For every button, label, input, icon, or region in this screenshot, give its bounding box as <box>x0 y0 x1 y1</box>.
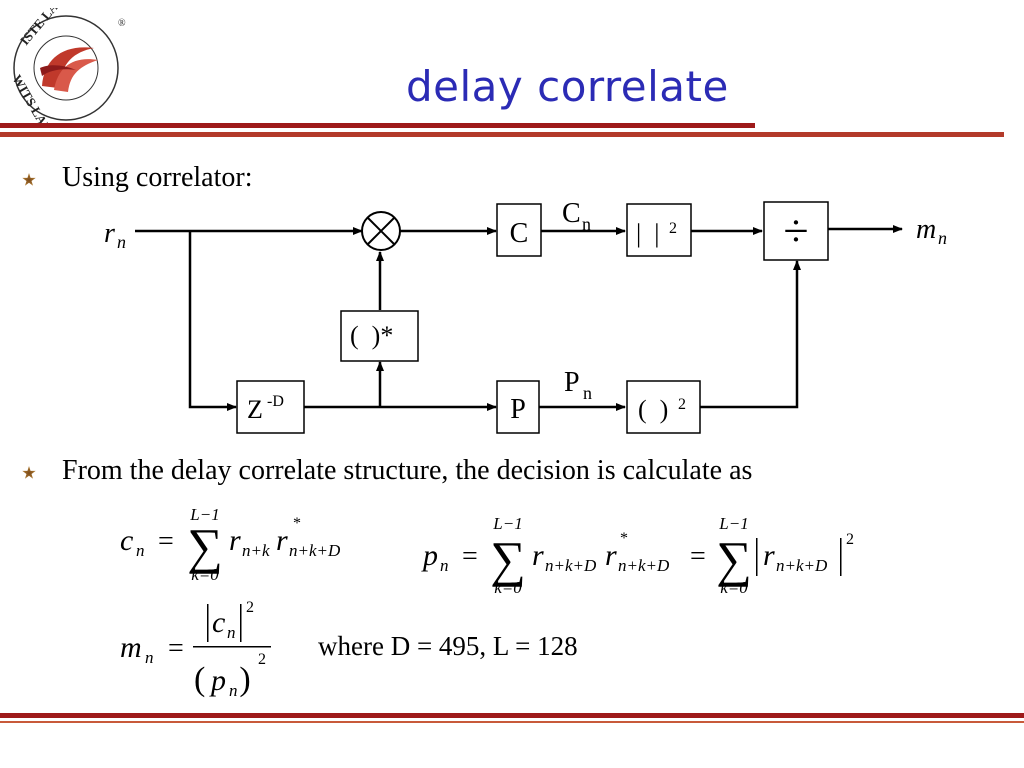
eq-pn-conj-star: * <box>620 530 628 547</box>
block-divider <box>763 201 829 261</box>
block-p <box>496 380 540 434</box>
eq-pn-lhs-sub: n <box>440 556 449 575</box>
block-square-label: ( ) <box>638 395 668 424</box>
eq-cn-r2-sub: n+k+D <box>289 541 341 560</box>
eq-cn-r1: r <box>229 524 241 557</box>
eq-pn-sum-upper: L−1 <box>492 514 522 533</box>
bullet-text-decision: From the delay correlate structure, the … <box>62 455 753 486</box>
eq-cn-sum-lower: k=0 <box>191 565 219 584</box>
eq-mn-den-sub: n <box>229 681 238 700</box>
block-abs-label: | | <box>636 219 659 248</box>
block-abs-exponent: 2 <box>669 220 677 237</box>
block-c <box>496 203 542 257</box>
eq-pn-equals: = <box>462 541 478 572</box>
eq-mn-lhs-sub: n <box>145 648 154 667</box>
signal-label-cn: C <box>562 198 581 229</box>
top-rule-dark <box>0 123 755 128</box>
eq-cn-conj-star: * <box>293 515 301 532</box>
block-delay <box>236 380 305 434</box>
input-signal-label: r <box>104 218 115 249</box>
eq-cn-sum-upper: L−1 <box>189 505 219 524</box>
eq-pn-r3-sub: n+k+D <box>776 556 828 575</box>
eq-mn-num-c: c <box>212 606 225 639</box>
svg-text:∑: ∑ <box>716 531 752 587</box>
eq-mn-den-p: p <box>209 664 226 697</box>
multiplier-circle <box>361 211 401 251</box>
output-signal-subscript: n <box>938 228 947 248</box>
eq-mn-lhs: m <box>120 631 142 664</box>
input-signal-subscript: n <box>117 232 126 252</box>
svg-text:( ): ( ) <box>194 661 251 698</box>
block-square <box>626 380 701 434</box>
top-rule-light <box>0 132 1004 137</box>
eq-cn-lhs: c <box>120 524 133 557</box>
eq-pn-exponent: 2 <box>846 531 854 548</box>
eq-pn-lhs: p <box>421 539 438 572</box>
eq-cn-lhs-sub: n <box>136 541 145 560</box>
block-abs-squared <box>626 203 692 257</box>
eq-cn-r1-sub: n+k <box>242 541 270 560</box>
signal-label-cn-subscript: n <box>582 214 591 234</box>
block-conjugate-label: ( )* <box>350 321 393 350</box>
output-signal-label: m <box>916 214 936 245</box>
eq-pn-sum2-lower: k=0 <box>720 578 748 597</box>
equation-pn: p n = L−1 ∑ k=0 r n+k+D r n+k+D * = L−1 … <box>421 514 854 597</box>
bottom-rule-dark <box>0 713 1024 718</box>
bullet-text-using-correlator: Using correlator: <box>62 162 253 193</box>
eq-pn-r1: r <box>532 539 544 572</box>
signal-label-pn: P <box>564 367 580 398</box>
eq-pn-sum-lower: k=0 <box>494 578 522 597</box>
eq-cn-equals: = <box>158 526 174 557</box>
block-c-label: C <box>510 218 529 249</box>
equation-mn: m n = c n 2 ( ) p n 2 <box>120 599 271 700</box>
parameter-values: where D = 495, L = 128 <box>318 631 578 661</box>
svg-text:∑: ∑ <box>490 531 526 587</box>
slide-title: delay correlate <box>406 62 729 111</box>
eq-mn-equals: = <box>168 633 184 664</box>
eq-pn-r3: r <box>763 539 775 572</box>
block-p-label: P <box>510 394 526 425</box>
block-square-exponent: 2 <box>678 396 686 413</box>
eq-mn-num-sub: n <box>227 623 236 642</box>
eq-pn-sum2-upper: L−1 <box>718 514 748 533</box>
eq-mn-num-exp: 2 <box>246 599 254 616</box>
eq-pn-r1-sub: n+k+D <box>545 556 597 575</box>
bottom-rule-light <box>0 721 1024 723</box>
svg-text:∑: ∑ <box>187 518 223 574</box>
eq-pn-r2-sub: n+k+D <box>618 556 670 575</box>
equation-cn: c n = L−1 ∑ k=0 r n+k r n+k+D * <box>120 505 341 584</box>
eq-cn-r2: r <box>276 524 288 557</box>
eq-pn-equals-2: = <box>690 541 706 572</box>
block-divider-symbol: ÷ <box>783 205 808 256</box>
wits-lab-logo: ISTE LAB.NSYSU WITS LAB.NSYSU ® <box>9 8 126 126</box>
block-delay-label: Z <box>247 395 263 424</box>
eq-pn-r2: r <box>605 539 617 572</box>
eq-mn-den-exp: 2 <box>258 651 266 668</box>
logo-registered-mark: ® <box>118 18 126 29</box>
signal-label-pn-subscript: n <box>583 383 592 403</box>
block-conjugate <box>340 310 419 362</box>
block-delay-exponent: -D <box>267 393 284 410</box>
